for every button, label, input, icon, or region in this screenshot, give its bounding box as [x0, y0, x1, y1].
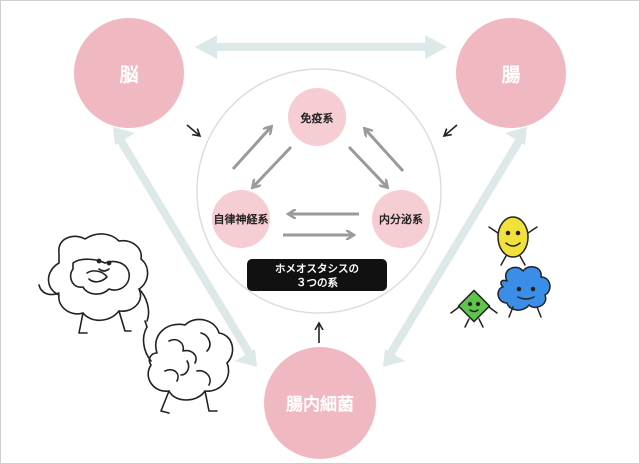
gut-to-center-arrow	[444, 124, 458, 136]
node-brain: 脳	[74, 18, 184, 128]
node-gut: 腸	[456, 18, 566, 128]
node-autonomic: 自律神経系	[212, 190, 270, 248]
double-arrow-brain-gut	[195, 35, 447, 59]
arrow-autonomic-to-immune	[231, 127, 271, 171]
node-microbiota-label: 腸内細菌	[286, 394, 354, 415]
center-label-line1: ホメオスタシスの	[275, 263, 359, 275]
node-endocrine-label: 内分泌系	[379, 212, 423, 226]
node-immune: 免疫系	[288, 88, 346, 146]
node-autonomic-label: 自律神経系	[214, 212, 269, 226]
double-arrow-brain-microbiota	[113, 127, 257, 367]
double-arrow-gut-microbiota	[383, 127, 527, 367]
intestine-character-illustration	[38, 233, 150, 334]
bacteria-characters-illustration	[450, 216, 551, 328]
node-gut-label: 腸	[501, 64, 520, 86]
arrow-immune-to-endocrine	[347, 145, 387, 187]
arrow-immune-to-autonomic	[253, 145, 293, 187]
center-label-box: ホメオスタシスの ３つの系	[247, 259, 387, 291]
brain-to-center-arrow	[186, 124, 200, 136]
node-brain-label: 脳	[118, 64, 138, 86]
node-microbiota: 腸内細菌	[264, 347, 376, 459]
node-endocrine: 内分泌系	[372, 190, 430, 248]
brain-character-illustration	[142, 318, 234, 414]
arrow-endocrine-to-immune	[365, 129, 405, 173]
node-immune-label: 免疫系	[301, 111, 334, 125]
homeostasis-circle	[196, 68, 442, 314]
center-label-line2: ３つの系	[296, 276, 338, 289]
